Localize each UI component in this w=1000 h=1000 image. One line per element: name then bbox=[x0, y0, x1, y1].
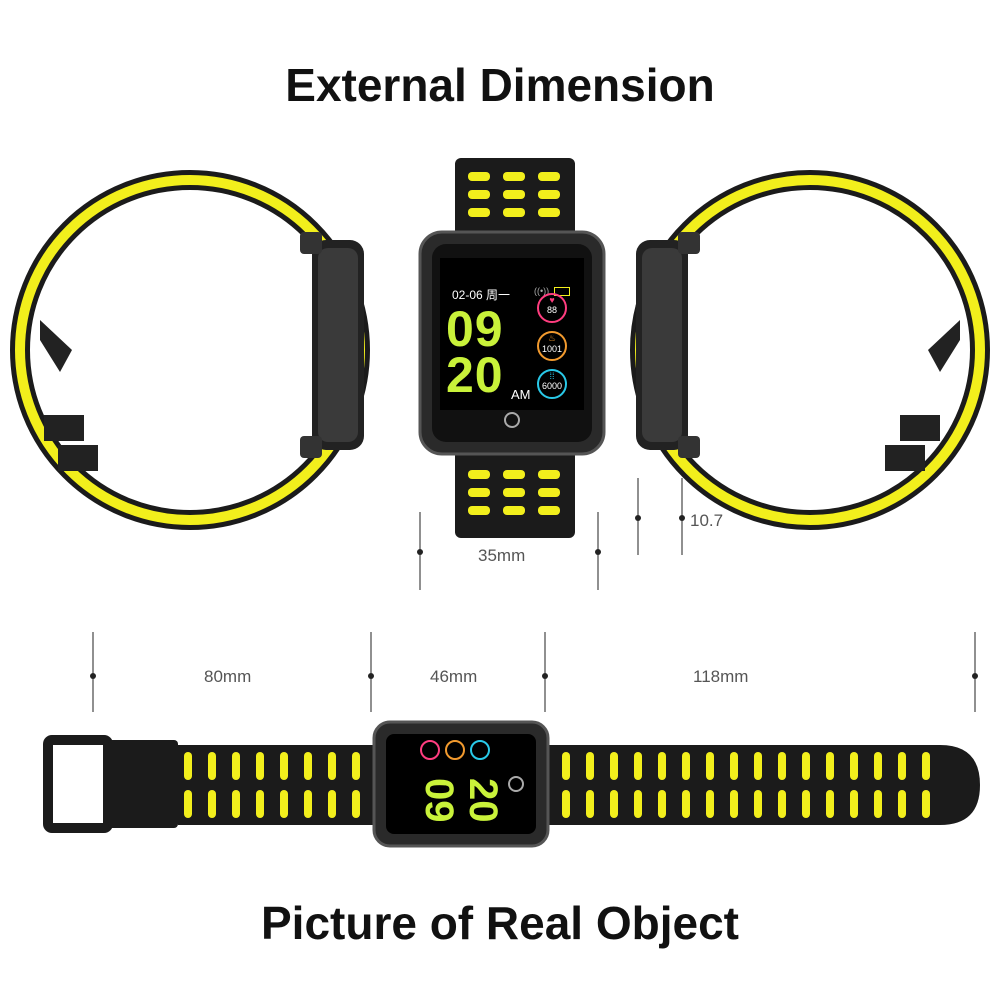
strap-hole bbox=[658, 752, 666, 780]
strap-hole bbox=[232, 790, 240, 818]
thickness-dimension-label: 10.7 bbox=[690, 511, 724, 530]
footsteps-icon bbox=[470, 740, 490, 760]
strap-hole bbox=[256, 752, 264, 780]
strap-hole bbox=[184, 790, 192, 818]
heart-icon: ♥ bbox=[549, 295, 555, 305]
home-button-icon bbox=[504, 412, 520, 428]
heart-icon bbox=[420, 740, 440, 760]
strap-hole bbox=[634, 790, 642, 818]
strap-hole bbox=[730, 790, 738, 818]
strap-hole bbox=[922, 790, 930, 818]
screen-hour: 09 bbox=[446, 301, 504, 357]
strap-hole bbox=[304, 790, 312, 818]
strap-hole bbox=[304, 752, 312, 780]
strap-hole bbox=[778, 752, 786, 780]
strap-hole bbox=[610, 752, 618, 780]
strap-hole bbox=[184, 752, 192, 780]
strap-hole bbox=[802, 790, 810, 818]
strap-right-dimension-label: 118mm bbox=[693, 667, 749, 686]
strap-hole bbox=[850, 790, 858, 818]
strap-hole bbox=[754, 790, 762, 818]
strap-hole bbox=[850, 752, 858, 780]
body-length-dimension-label: 46mm bbox=[430, 667, 478, 686]
strap-hole bbox=[208, 790, 216, 818]
flat-screen-hour: 09 bbox=[417, 778, 461, 823]
strap-hole bbox=[232, 752, 240, 780]
strap-hole bbox=[586, 790, 594, 818]
strap-hole bbox=[328, 790, 336, 818]
strap-hole bbox=[922, 752, 930, 780]
strap-hole bbox=[898, 790, 906, 818]
home-button-icon bbox=[508, 776, 524, 792]
heart-rate-value: 88 bbox=[546, 305, 557, 315]
strap-hole bbox=[874, 790, 882, 818]
strap-hole bbox=[634, 752, 642, 780]
strap-hole bbox=[562, 790, 570, 818]
width-dimension-label: 35mm bbox=[478, 546, 526, 565]
strap-hole bbox=[610, 790, 618, 818]
battery-icon bbox=[554, 287, 570, 296]
strap-hole bbox=[706, 752, 714, 780]
buckle-icon bbox=[43, 735, 113, 833]
strap-hole bbox=[562, 752, 570, 780]
side-view-left bbox=[10, 170, 370, 530]
heart-rate-ring: ♥ 88 bbox=[537, 293, 567, 323]
side-view-right bbox=[630, 170, 990, 530]
strap-hole bbox=[208, 752, 216, 780]
strap-hole bbox=[778, 790, 786, 818]
screen-ampm: AM bbox=[511, 387, 531, 402]
strap-hole bbox=[706, 790, 714, 818]
strap-hole bbox=[754, 752, 762, 780]
screen-date: 02-06 周一 bbox=[452, 288, 511, 302]
strap-hole bbox=[682, 752, 690, 780]
flame-icon: ♨ bbox=[547, 333, 557, 343]
strap-hole bbox=[874, 752, 882, 780]
footsteps-icon: ⁞⁞ bbox=[549, 371, 555, 381]
steps-value: 6000 bbox=[541, 381, 563, 391]
strap-hole bbox=[586, 752, 594, 780]
strap-hole bbox=[730, 752, 738, 780]
flat-screen-minute: 20 bbox=[461, 778, 505, 823]
signal-icon: ((•)) bbox=[534, 286, 550, 296]
steps-ring: ⁞⁞ 6000 bbox=[537, 369, 567, 399]
strap-hole bbox=[898, 752, 906, 780]
page-subtitle: Picture of Real Object bbox=[260, 897, 739, 949]
strap-hole bbox=[328, 752, 336, 780]
calories-value: 1001 bbox=[541, 344, 563, 354]
strap-hole bbox=[826, 752, 834, 780]
strap-hole bbox=[682, 790, 690, 818]
strap-hole bbox=[352, 752, 360, 780]
calories-ring: ♨ 1001 bbox=[537, 331, 567, 361]
strap-hole bbox=[280, 752, 288, 780]
strap-hole bbox=[658, 790, 666, 818]
strap-hole bbox=[826, 790, 834, 818]
screen-minute: 20 bbox=[446, 347, 504, 403]
flame-icon bbox=[445, 740, 465, 760]
strap-hole bbox=[802, 752, 810, 780]
strap-left-dimension-label: 80mm bbox=[204, 667, 252, 686]
strap-hole bbox=[256, 790, 264, 818]
page-title: External Dimension bbox=[285, 59, 715, 111]
strap-hole bbox=[280, 790, 288, 818]
strap-hole bbox=[352, 790, 360, 818]
